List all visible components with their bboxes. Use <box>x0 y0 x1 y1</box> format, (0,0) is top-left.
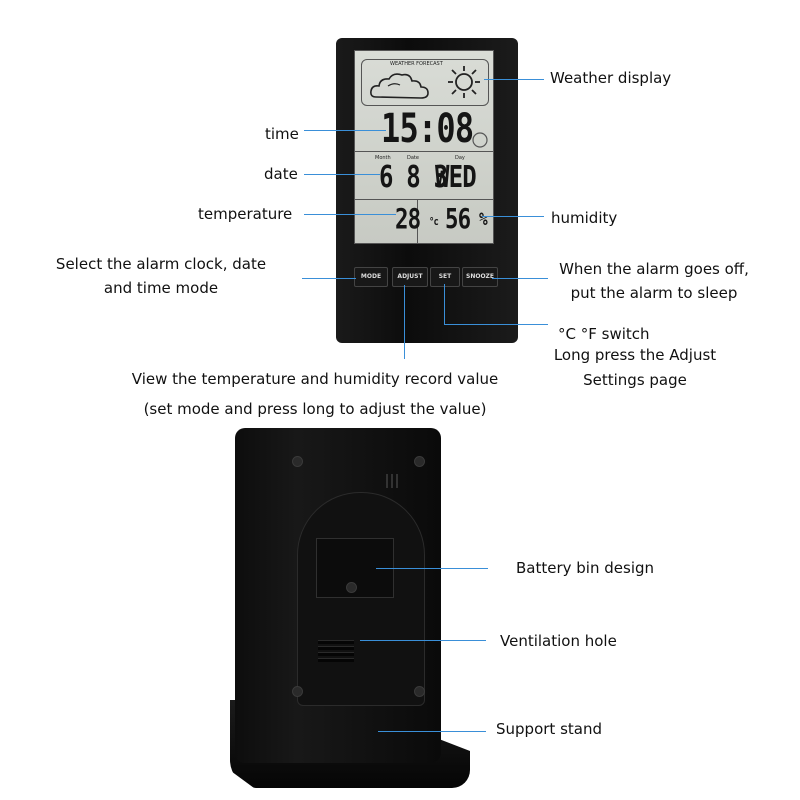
leader-line <box>302 278 356 279</box>
label-mode-line1: Select the alarm clock, date <box>55 255 267 273</box>
lcd-humidity-unit: % <box>479 209 488 230</box>
label-weather-display: Weather display <box>550 69 672 87</box>
lcd-date: 6 8 3 <box>379 160 448 195</box>
label-date: date <box>264 165 298 183</box>
battery-cover-arch <box>297 492 425 706</box>
label-humidity: humidity <box>551 209 618 227</box>
date-label: Date <box>407 155 419 161</box>
screw-icon <box>292 456 303 467</box>
snooze-button[interactable]: SNOOZE <box>462 267 498 287</box>
cloud-icon <box>370 73 429 99</box>
label-snooze-line1: When the alarm goes off, <box>559 260 749 278</box>
label-temperature: temperature <box>198 205 293 223</box>
ventilation-slot <box>318 646 354 650</box>
label-adjust-line1: View the temperature and humidity record… <box>131 370 499 388</box>
ventilation-slot <box>318 640 354 644</box>
lcd-temp-unit: °c <box>429 215 439 228</box>
label-stand: Support stand <box>496 720 602 738</box>
lcd-humidity: 56 <box>445 202 471 235</box>
leader-line <box>376 568 488 569</box>
label-ventilation: Ventilation hole <box>500 632 617 650</box>
label-battery: Battery bin design <box>516 559 655 577</box>
forecast-label: WEATHER FORECAST <box>390 61 443 67</box>
lcd-weekday: WED <box>435 160 477 195</box>
leader-line <box>444 284 445 324</box>
ventilation-slot <box>318 658 354 662</box>
mode-button[interactable]: MODE <box>354 267 388 287</box>
label-adjust-line2: (set mode and press long to adjust the v… <box>143 400 487 418</box>
leader-line <box>360 640 486 641</box>
leader-line <box>484 79 544 80</box>
leader-line <box>404 285 405 359</box>
adjust-button[interactable]: ADJUST <box>392 267 428 287</box>
leader-line <box>492 278 548 279</box>
leader-line <box>304 174 380 175</box>
lcd-divider-vertical <box>417 199 418 243</box>
weather-forecast-panel: WEATHER FORECAST <box>361 59 489 106</box>
label-mode-line2: and time mode <box>103 279 219 297</box>
leader-line <box>444 324 548 325</box>
leader-line <box>378 731 486 732</box>
leader-line <box>304 214 396 215</box>
vent-slot <box>396 474 398 488</box>
vent-slot <box>391 474 393 488</box>
screw-icon <box>346 582 357 593</box>
set-button[interactable]: SET <box>430 267 460 287</box>
screw-icon <box>414 686 425 697</box>
label-set-line2: Long press the Adjust <box>553 346 717 364</box>
lcd-divider <box>355 199 493 200</box>
screw-icon <box>414 456 425 467</box>
moon-icon <box>472 132 488 148</box>
ventilation-slot <box>318 652 354 656</box>
lcd-screen: WEATHER FORECAST 15:08 Month Date Day <box>354 50 494 244</box>
lcd-time: 15:08 <box>381 106 474 152</box>
label-set-line1: °C °F switch <box>558 325 650 343</box>
vent-slot <box>386 474 388 488</box>
leader-line <box>304 130 386 131</box>
lcd-divider <box>355 151 493 152</box>
label-time: time <box>265 125 299 143</box>
day-label: Day <box>455 155 465 161</box>
lcd-temperature: 28 <box>395 202 421 235</box>
leader-line <box>482 216 544 217</box>
sun-icon <box>448 66 480 98</box>
screw-icon <box>292 686 303 697</box>
month-label: Month <box>375 155 391 161</box>
label-snooze-line2: put the alarm to sleep <box>570 284 738 302</box>
label-set-line3: Settings page <box>583 371 687 389</box>
